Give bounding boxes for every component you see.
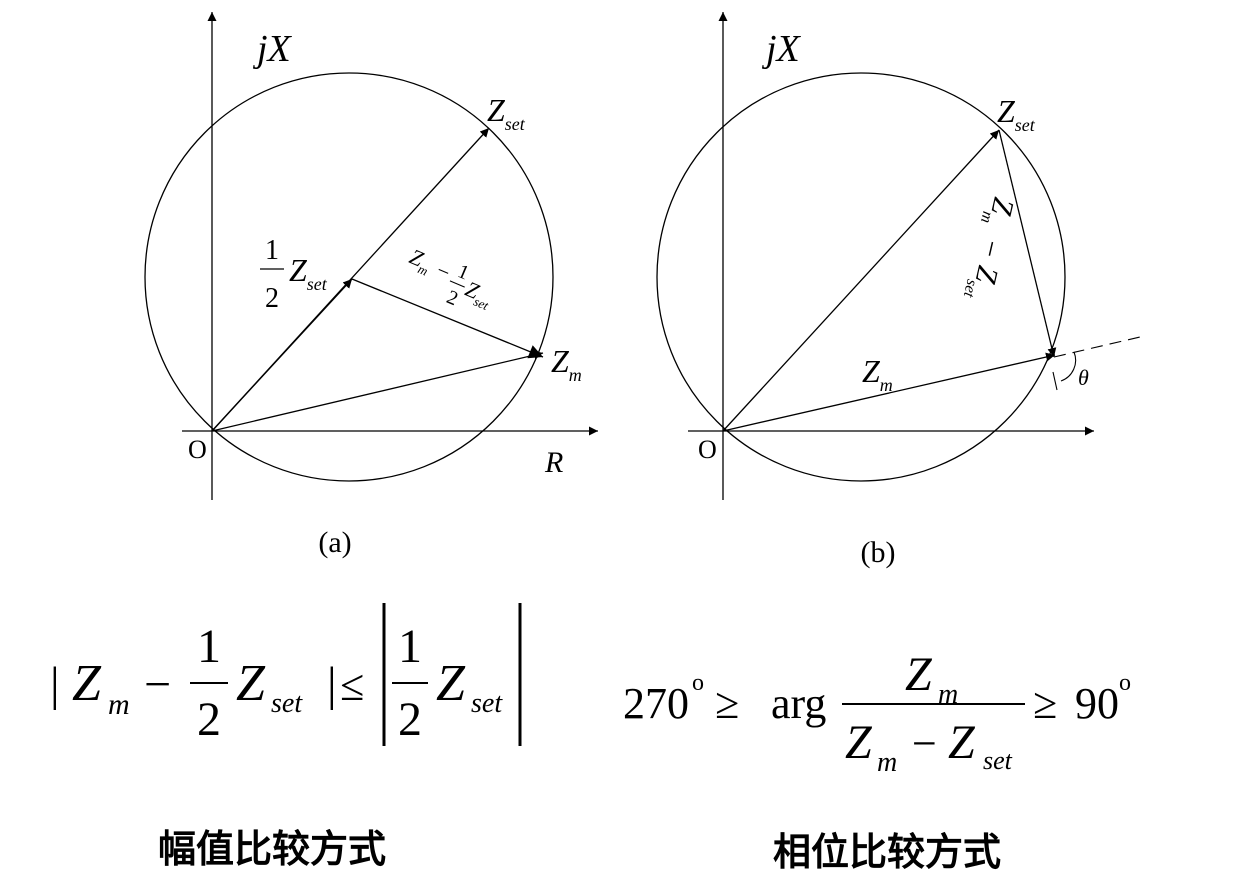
svg-text:set: set [271, 688, 303, 719]
zm-label-a: Zm [551, 343, 582, 385]
zset-label-a: Zset [487, 92, 526, 134]
formula-phase: 270 o ≥ arg Z m Z m − Z set ≥ 90 o [623, 648, 1131, 778]
svg-text:Z: Z [72, 655, 102, 712]
svg-text:2: 2 [265, 283, 279, 314]
origin-label-a: O [188, 435, 207, 464]
caption-a: (a) [318, 526, 351, 559]
zm-vector-a [211, 350, 544, 432]
svg-text:1: 1 [398, 620, 422, 673]
theta-arc-b [1060, 351, 1077, 382]
svg-text:|: | [327, 658, 337, 711]
svg-text:set: set [471, 688, 503, 719]
svg-text:Z: Z [948, 716, 976, 769]
theta-tick-b [1052, 371, 1058, 391]
svg-text:|: | [50, 658, 60, 711]
svg-text:1: 1 [265, 235, 279, 266]
half-zset-label-a: 1 2 Zset [260, 235, 328, 314]
svg-text:Zm: Zm [977, 193, 1020, 229]
svg-text:Z: Z [845, 716, 873, 769]
formula-amplitude: | Z m − 1 2 Z set | ≤ 1 2 Z set [50, 603, 522, 746]
zset-vector-b [722, 129, 1000, 432]
jx-label-b: jX [761, 28, 802, 70]
diff-vector-a [351, 278, 544, 359]
svg-text:270: 270 [623, 679, 689, 728]
caption-b: (b) [861, 536, 896, 569]
svg-text:≤: ≤ [340, 661, 364, 710]
svg-text:Zset: Zset [289, 252, 328, 294]
svg-text:90: 90 [1075, 679, 1119, 728]
half-zset-vector-a [211, 278, 353, 432]
origin-label-b: O [698, 435, 717, 464]
zm-vector-b [722, 352, 1056, 432]
diff-label-b: Zm − Zset [960, 193, 1021, 305]
svg-text:−: − [973, 237, 1009, 261]
theta-label-b: θ [1078, 365, 1089, 390]
svg-text:m: m [938, 679, 958, 710]
svg-text:Zset: Zset [460, 276, 496, 313]
figure-a: jX R O Zset 1 2 Zset Zm − 1 2 Zset [144, 12, 598, 559]
svg-text:2: 2 [197, 693, 221, 746]
svg-text:arg: arg [771, 679, 826, 728]
svg-text:o: o [1119, 670, 1131, 696]
diff-label-a: Zm − 1 2 Zset [404, 244, 496, 314]
diff-vector-b [998, 129, 1057, 358]
extension-dashed-b [1053, 336, 1141, 358]
svg-text:1: 1 [197, 620, 221, 673]
figure-b: jX O Zset Zm − Zset Zm θ (b) [656, 12, 1141, 569]
r-label-a: R [544, 446, 563, 479]
operating-circle-b [656, 72, 1066, 482]
phase-comparison-label: 相位比较方式 [773, 830, 1001, 874]
svg-text:2: 2 [398, 693, 422, 746]
svg-text:o: o [692, 670, 704, 696]
operating-circle-a [144, 72, 554, 482]
svg-text:Zset: Zset [960, 262, 1005, 305]
zm-label-b: Zm [862, 353, 893, 395]
jx-label-a: jX [252, 28, 293, 70]
amplitude-comparison-label: 幅值比较方式 [158, 827, 386, 871]
svg-text:Z: Z [236, 655, 266, 712]
svg-text:Z: Z [436, 655, 466, 712]
svg-text:≥: ≥ [1033, 679, 1057, 728]
zset-label-b: Zset [997, 93, 1036, 135]
svg-text:Z: Z [905, 648, 933, 701]
svg-text:Zm: Zm [404, 244, 435, 279]
svg-text:m: m [877, 747, 897, 778]
svg-text:−: − [912, 719, 937, 768]
svg-text:≥: ≥ [715, 679, 739, 728]
svg-text:m: m [108, 688, 130, 721]
svg-text:set: set [983, 746, 1013, 775]
svg-text:−: − [144, 658, 171, 711]
svg-text:2: 2 [443, 286, 461, 310]
